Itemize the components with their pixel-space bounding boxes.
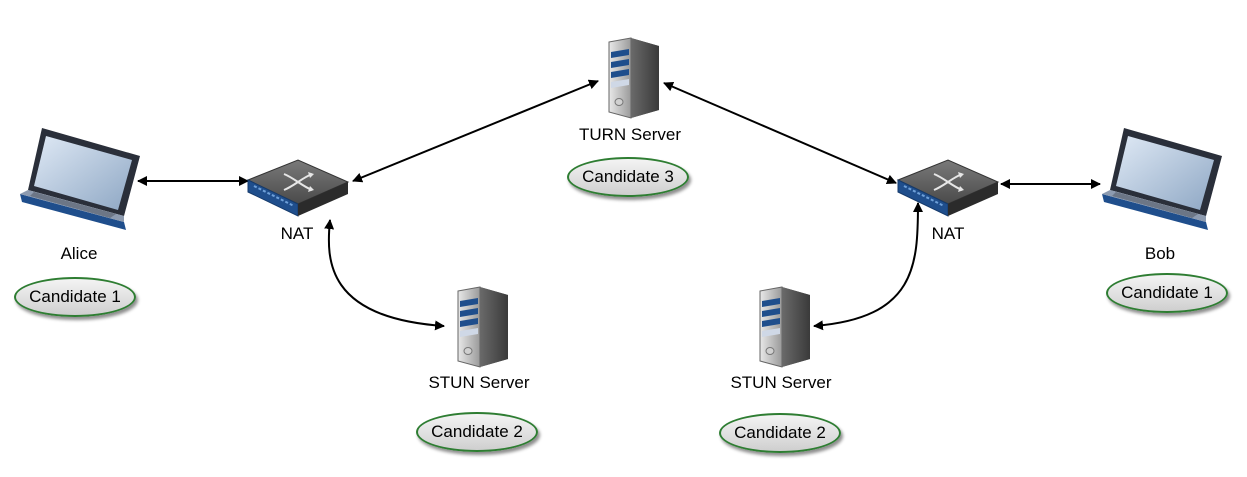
nat-left-icon bbox=[247, 159, 349, 217]
stun-right-server-icon bbox=[759, 286, 811, 368]
link-nat-turn-left bbox=[352, 79, 599, 183]
bob-label: Bob bbox=[1144, 244, 1176, 263]
alice-laptop-icon bbox=[20, 128, 140, 230]
candidate-badge-alice: Candidate 1 bbox=[14, 277, 136, 317]
stun-left-label: STUN Server bbox=[428, 373, 530, 392]
nat-left-label: NAT bbox=[280, 224, 314, 243]
stun-left-server-icon bbox=[457, 286, 509, 368]
turn-server-icon bbox=[608, 37, 660, 119]
nat-right-icon bbox=[897, 159, 999, 217]
nat-right-label: NAT bbox=[931, 224, 965, 243]
bob-laptop-icon bbox=[1102, 128, 1222, 230]
alice-label: Alice bbox=[60, 244, 98, 263]
candidate-badge-stun-right: Candidate 2 bbox=[719, 413, 841, 453]
candidate-badge-turn: Candidate 3 bbox=[567, 157, 689, 197]
candidate-badge-stun-left: Candidate 2 bbox=[416, 412, 538, 452]
stun-right-label: STUN Server bbox=[730, 373, 832, 392]
turn-server-label: TURN Server bbox=[578, 125, 682, 144]
link-turn-nat-right bbox=[663, 81, 897, 185]
link-nat-stun-right bbox=[813, 202, 923, 331]
candidate-badge-bob: Candidate 1 bbox=[1106, 273, 1228, 313]
link-nat-stun-left bbox=[324, 219, 445, 331]
